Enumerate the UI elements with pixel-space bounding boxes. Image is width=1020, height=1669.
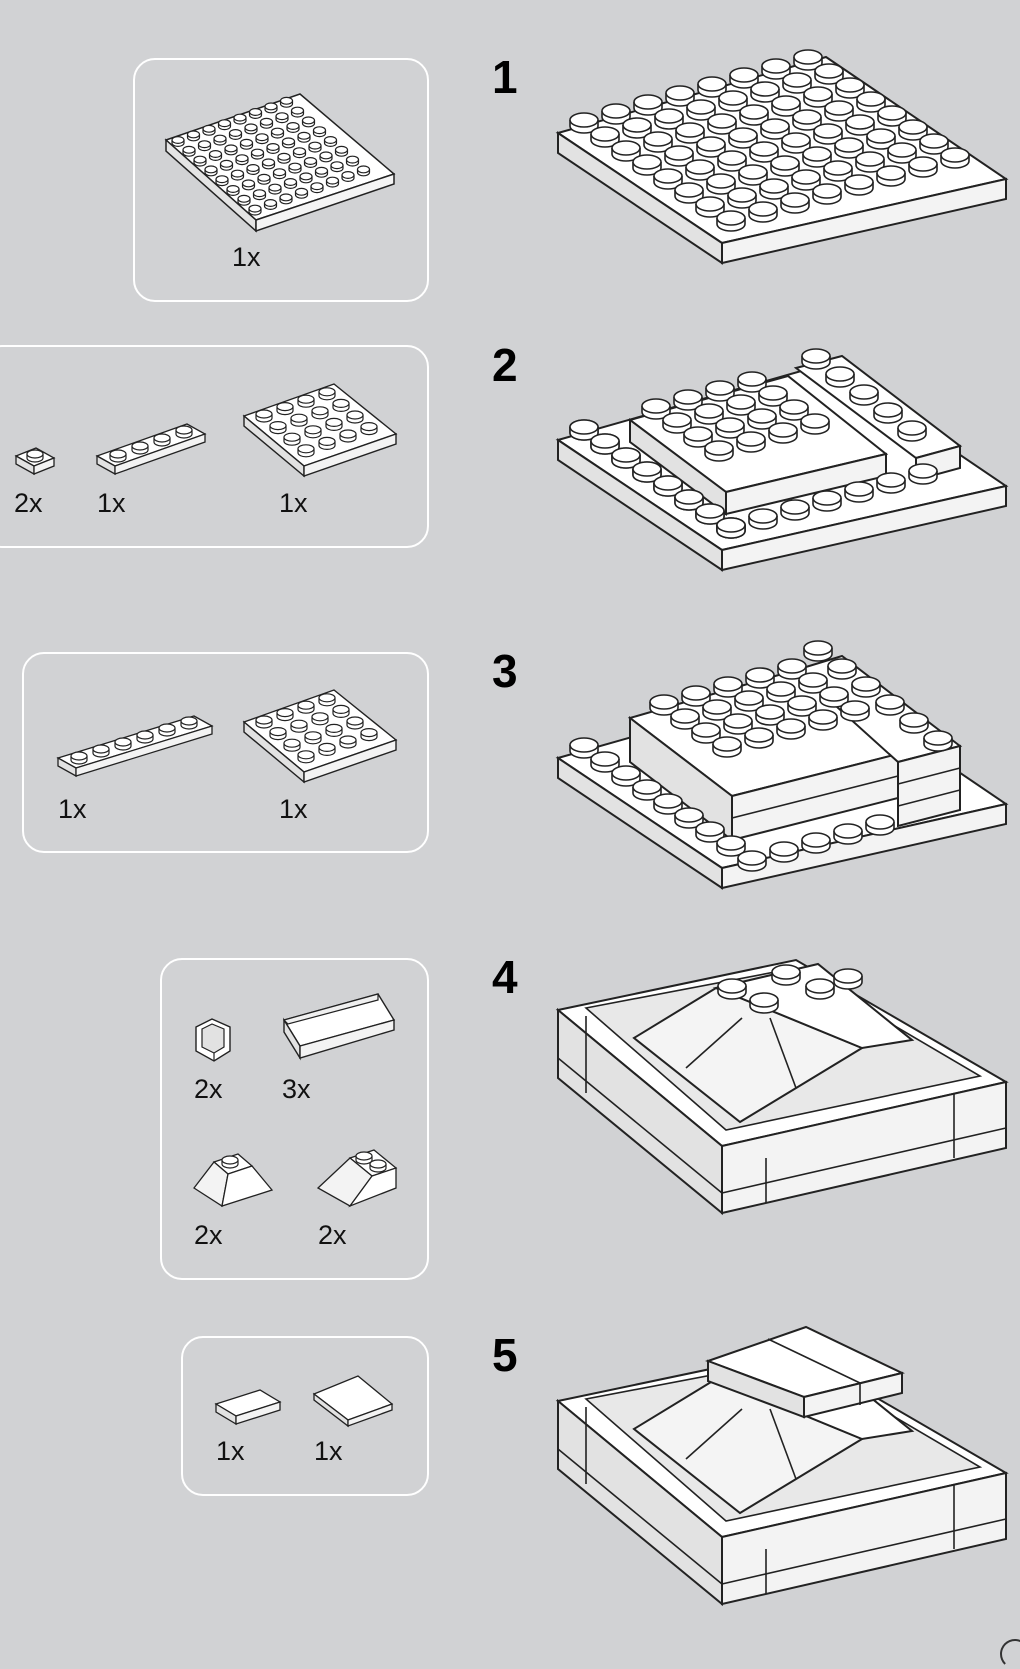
qty-step5-part2: 1x (314, 1436, 343, 1466)
plate-1x1-icon (14, 447, 56, 476)
plate-1x4-icon (95, 423, 207, 476)
step-number-2: 2 (492, 339, 518, 391)
plate-4x4-icon (242, 689, 398, 784)
parts-box-step-4 (160, 958, 429, 1280)
tile-2x2-icon (312, 1375, 394, 1428)
qty-step1-part1: 1x (232, 242, 261, 272)
panel-1x4-icon (282, 993, 396, 1061)
qty-step5-part1: 1x (216, 1436, 245, 1466)
page-corner-mark (1000, 1639, 1020, 1669)
parts-box-step-5 (181, 1336, 429, 1496)
slope-pyramid-icon (193, 1153, 274, 1208)
qty-step2-part1: 2x (14, 488, 43, 518)
plate-1x6-icon (56, 715, 214, 778)
step2-build-illustration (555, 348, 1009, 572)
step-number-4: 4 (492, 951, 518, 1003)
step3-build-illustration (555, 640, 1009, 890)
step4-build-illustration (555, 958, 1009, 1216)
step-number-3: 3 (492, 645, 518, 697)
qty-step2-part2: 1x (97, 488, 126, 518)
panel-corner-icon (195, 1018, 231, 1062)
step-number-1: 1 (492, 51, 518, 103)
qty-step2-part3: 1x (279, 488, 308, 518)
qty-step4-part1: 2x (194, 1074, 223, 1104)
qty-step4-part2: 3x (282, 1074, 311, 1104)
slope-corner-icon (316, 1149, 398, 1208)
qty-step3-part2: 1x (279, 794, 308, 824)
plate-4x4-icon (242, 383, 398, 478)
tile-1x2-icon (214, 1389, 282, 1426)
qty-step3-part1: 1x (58, 794, 87, 824)
parts-box-step-3 (22, 652, 429, 853)
step1-build-illustration (555, 49, 1009, 265)
parts-box-step-1 (133, 58, 429, 302)
qty-step4-part4: 2x (318, 1220, 347, 1250)
plate-8x8-icon (164, 93, 396, 233)
parts-box-step-2 (0, 345, 429, 548)
step-number-5: 5 (492, 1329, 518, 1381)
step5-build-illustration (555, 1325, 1009, 1607)
qty-step4-part3: 2x (194, 1220, 223, 1250)
